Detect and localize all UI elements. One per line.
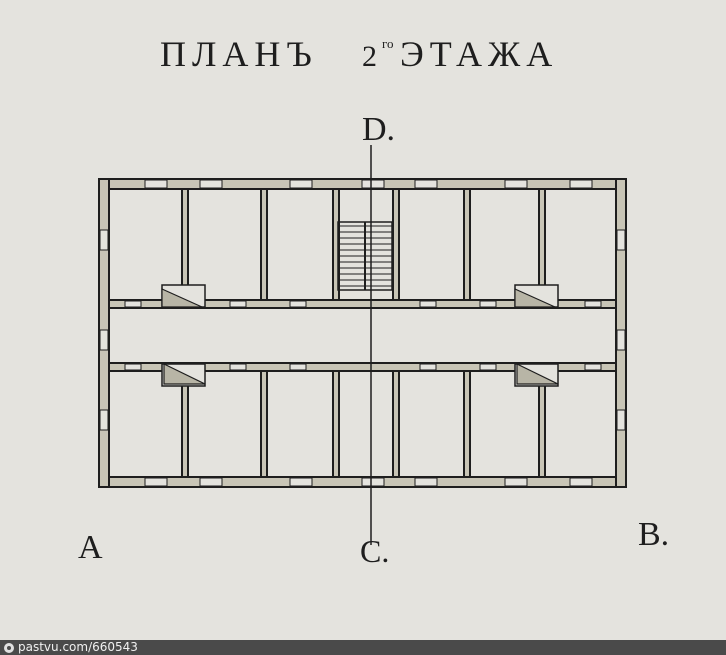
- corner-label-left: A: [78, 529, 103, 566]
- partition-wall: [392, 370, 400, 478]
- corridor-wall-upper: [108, 299, 617, 309]
- window: [289, 477, 313, 487]
- plan-title-main: ПЛАНЪ: [160, 34, 318, 74]
- staircase: [337, 221, 393, 291]
- stove-triangle: [161, 288, 203, 308]
- window: [414, 477, 438, 487]
- corner-label-right: B.: [638, 516, 669, 553]
- window: [479, 300, 497, 308]
- window: [99, 329, 109, 351]
- window: [419, 300, 437, 308]
- window: [289, 179, 313, 189]
- window: [144, 179, 168, 189]
- window: [199, 179, 223, 189]
- stove-triangle: [514, 288, 556, 308]
- partition-wall: [463, 188, 471, 301]
- partition-wall: [538, 188, 546, 301]
- window: [124, 363, 142, 371]
- window: [616, 409, 626, 431]
- stove-triangle: [163, 363, 206, 385]
- plan-title-floor-suffix: го: [382, 36, 394, 51]
- corridor-wall-lower: [108, 362, 617, 372]
- window: [569, 477, 593, 487]
- section-label-bottom: C.: [360, 533, 389, 569]
- window: [229, 363, 247, 371]
- partition-wall: [463, 370, 471, 478]
- window: [229, 300, 247, 308]
- partition-wall: [332, 370, 340, 478]
- window: [584, 363, 602, 371]
- building-walls: [98, 178, 627, 488]
- partition-wall: [392, 188, 400, 301]
- window: [361, 477, 385, 487]
- window: [419, 363, 437, 371]
- stove-triangle: [516, 363, 559, 385]
- partition-wall: [260, 370, 268, 478]
- partition-wall: [538, 370, 546, 478]
- window: [414, 179, 438, 189]
- window: [504, 477, 528, 487]
- window: [616, 329, 626, 351]
- window: [289, 363, 307, 371]
- window: [144, 477, 168, 487]
- window: [199, 477, 223, 487]
- window: [99, 409, 109, 431]
- window: [289, 300, 307, 308]
- window: [124, 300, 142, 308]
- source-footer: pastvu.com/660543: [0, 640, 726, 655]
- window: [479, 363, 497, 371]
- window: [616, 229, 626, 251]
- partition-wall: [260, 188, 268, 301]
- window: [361, 179, 385, 189]
- window: [504, 179, 528, 189]
- stoves: [161, 284, 559, 387]
- partition-wall: [181, 370, 189, 478]
- window: [569, 179, 593, 189]
- window: [99, 229, 109, 251]
- section-label-top: D.: [362, 111, 395, 148]
- window: [584, 300, 602, 308]
- source-link[interactable]: pastvu.com/660543: [18, 640, 138, 654]
- camera-lens-icon: [4, 642, 14, 653]
- floor-plan-drawing: ПЛАНЪ 2 го ЭТАЖА D. C. A B.: [78, 34, 669, 569]
- plan-title-floor: 2: [362, 40, 377, 73]
- plan-title-rest: ЭТАЖА: [400, 34, 558, 74]
- partition-wall: [181, 188, 189, 301]
